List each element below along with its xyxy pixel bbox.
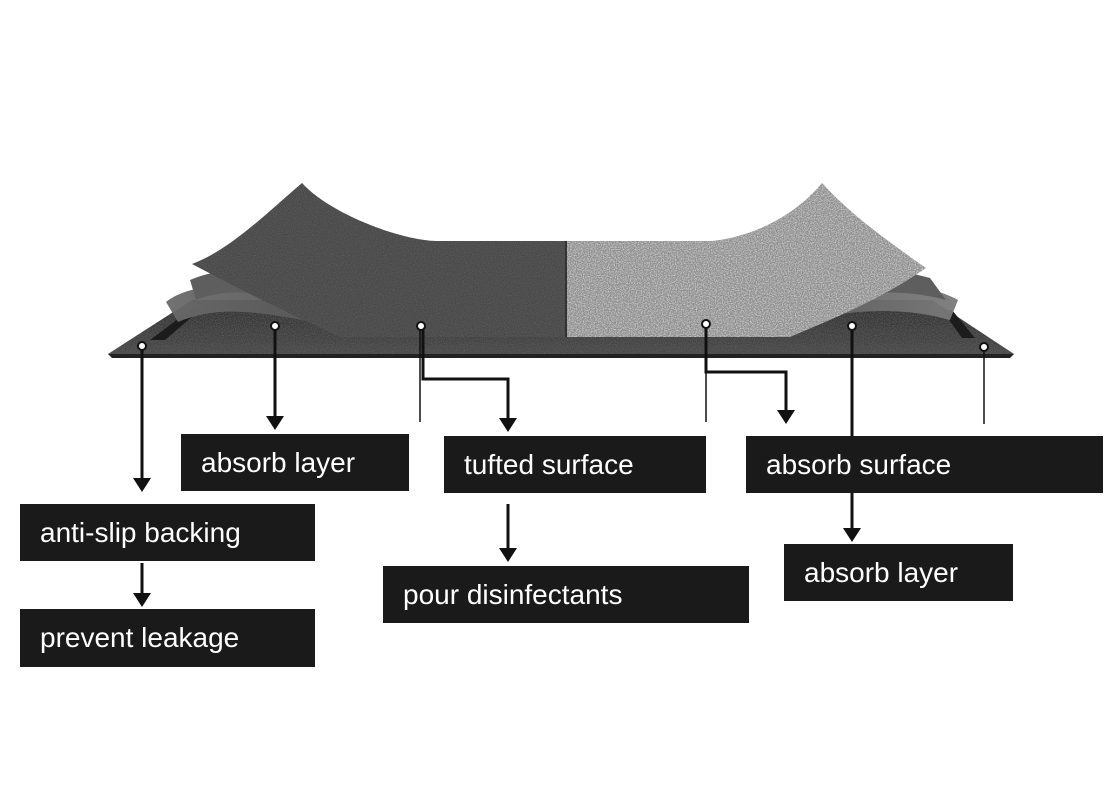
label-pour-disinfectants: pour disinfectants xyxy=(383,566,749,623)
label-tufted-surface: tufted surface xyxy=(444,436,706,493)
arrow-pour-icon xyxy=(499,548,517,562)
arrow-anti-slip-icon xyxy=(133,478,151,492)
arrowheads xyxy=(133,410,861,607)
thin-drop-lines xyxy=(419,326,985,424)
label-absorb-layer-left: absorb layer xyxy=(181,434,409,491)
anchor-dots xyxy=(137,319,989,352)
label-prevent-leakage: prevent leakage xyxy=(20,609,315,667)
label-anti-slip-backing: anti-slip backing xyxy=(20,504,315,561)
arrow-absorb-surface-icon xyxy=(777,410,795,424)
label-absorb-surface: absorb surface xyxy=(746,436,1103,493)
tufted-surface-dark xyxy=(192,183,566,337)
connector-tufted xyxy=(421,326,510,420)
absorb-surface-light xyxy=(565,183,926,337)
label-absorb-layer-right: absorb layer xyxy=(784,544,1013,601)
arrow-absorb-right-icon xyxy=(843,528,861,542)
arrow-tufted-icon xyxy=(499,418,517,432)
arrow-absorb-left-icon xyxy=(266,416,284,430)
arrow-prevent-icon xyxy=(133,593,151,607)
